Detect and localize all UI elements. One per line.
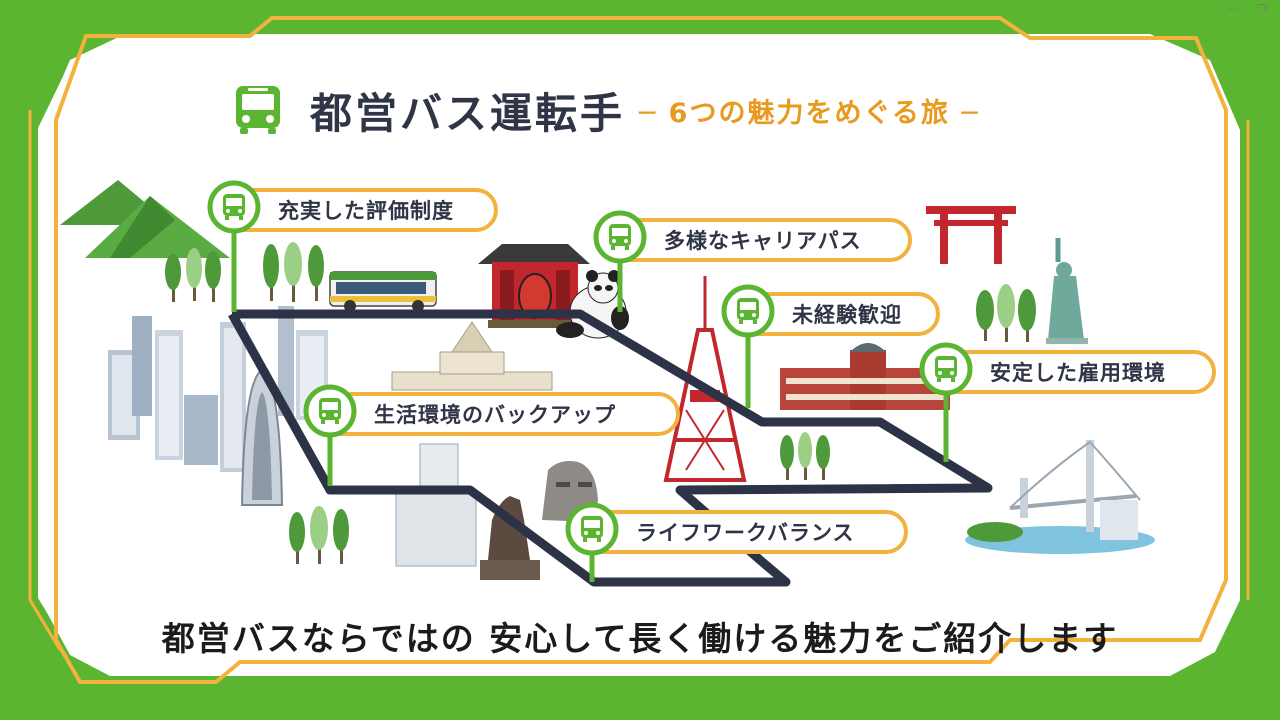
attraction-label: ライフワークバランス — [636, 521, 855, 545]
restore-button[interactable]: ❐ — [1258, 4, 1267, 15]
attraction-career[interactable]: 多様なキャリアパス — [600, 218, 912, 262]
skyscrapers — [108, 306, 328, 506]
tower-building — [395, 443, 477, 567]
attraction-label: 充実した評価制度 — [278, 199, 454, 223]
bus-icon — [303, 384, 357, 438]
minimize-button[interactable]: — — [1228, 4, 1238, 15]
attraction-label: 生活環境のバックアップ — [374, 403, 616, 427]
page-title: 都営バス運転手 — [310, 88, 626, 138]
orange-frame — [54, 16, 1228, 684]
bus-icon — [593, 210, 647, 264]
attraction-label: 未経験歓迎 — [792, 303, 902, 327]
attraction-work-life-balance[interactable]: ライフワークバランス — [572, 510, 908, 554]
statue-of-liberty — [1046, 238, 1088, 344]
trees-bottom-left — [289, 506, 349, 564]
torii-gate — [926, 206, 1016, 264]
rainbow-bridge — [965, 440, 1155, 554]
attraction-living-support[interactable]: 生活環境のバックアップ — [310, 392, 680, 436]
trees-right — [976, 284, 1036, 342]
title-row: 都営バス運転手 ─ 6つの魅力をめぐる旅 ─ — [228, 80, 980, 140]
bus-icon — [565, 502, 619, 556]
trees-left — [165, 242, 324, 302]
mountains — [60, 180, 230, 258]
tokyo-tower — [663, 276, 747, 482]
page-subtitle: ─ 6つの魅力をめぐる旅 ─ — [639, 97, 980, 129]
caption: 都営バスならではの 安心して長く働ける魅力をご紹介します — [161, 619, 1119, 658]
bus-illustration — [329, 271, 437, 312]
attraction-label: 多様なキャリアパス — [664, 229, 862, 253]
bus-icon — [721, 284, 775, 338]
attraction-label: 安定した雇用環境 — [990, 361, 1166, 385]
bus-icon — [919, 342, 973, 396]
attraction-employment[interactable]: 安定した雇用環境 — [926, 350, 1216, 394]
bus-icon — [236, 86, 280, 134]
trees-middle — [780, 432, 830, 480]
pin-poles — [231, 228, 949, 582]
bus-icon — [207, 180, 261, 234]
diet-building — [391, 321, 553, 391]
